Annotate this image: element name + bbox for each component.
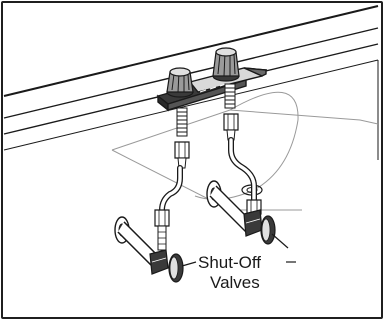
right-faucet-handle — [212, 47, 240, 82]
callout-label-line2: Valves — [210, 273, 260, 292]
right-shutoff-valve — [206, 180, 276, 245]
left-tailpiece — [176, 107, 188, 137]
right-tailpiece — [224, 83, 236, 109]
sink-basin-outline — [111, 91, 379, 211]
left-faucet-handle — [166, 67, 194, 98]
left-supply-line — [154, 141, 190, 251]
left-shutoff-valve — [114, 216, 184, 283]
callout-leader-lines — [181, 233, 296, 267]
figure-frame — [1, 1, 383, 319]
right-supply-line — [223, 113, 262, 215]
callout-label-line1: Shut-Off — [198, 253, 261, 272]
